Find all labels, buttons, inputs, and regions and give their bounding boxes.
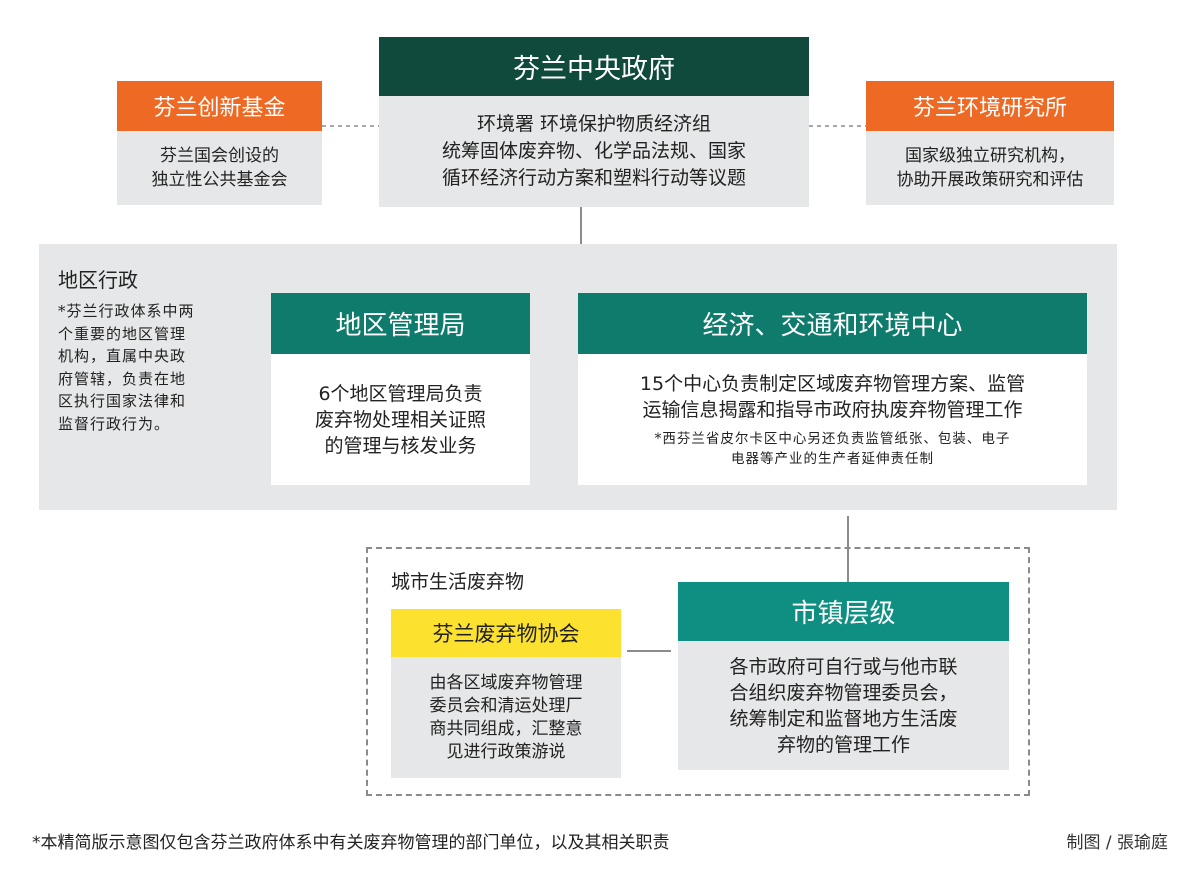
waste-association-header: 芬兰废弃物协会	[391, 609, 621, 657]
regional-agency-title: 地区管理局	[335, 311, 466, 341]
fund-line-2: 独立性公共基金会	[151, 170, 288, 190]
centres-note-line-2: 电器等产业的生产者延伸责任制	[731, 450, 934, 467]
region-note-line-2: 个重要的地区管理	[58, 324, 187, 343]
association-line-4: 见进行政策游说	[446, 741, 566, 762]
central-government-body: 环境署 环境保护物质经济组 统筹固体废弃物、化学品法规、国家 循环经济行动方案和…	[379, 96, 809, 207]
waste-association-title: 芬兰废弃物协会	[432, 622, 580, 646]
regional-agency-header: 地区管理局	[271, 293, 530, 354]
environment-institute-title: 芬兰环境研究所	[912, 96, 1067, 121]
municipal-level-body: 各市政府可自行或与他市联 合组织废弃物管理委员会， 统筹制定和监督地方生活废 弃…	[678, 641, 1009, 770]
town-line-2: 合组织废弃物管理委员会，	[729, 681, 958, 704]
institute-line-1: 国家级独立研究机构，	[905, 146, 1075, 166]
fund-line-1: 芬兰国会创设的	[160, 146, 279, 166]
environment-institute-body: 国家级独立研究机构， 协助开展政策研究和评估	[866, 131, 1114, 205]
ely-line-3: 的管理与核发业务	[324, 434, 477, 457]
central-government-title: 芬兰中央政府	[513, 54, 675, 85]
centres-line-2: 运输信息揭露和指导市政府执废弃物管理工作	[642, 398, 1023, 421]
institute-line-2: 协助开展政策研究和评估	[896, 170, 1084, 190]
region-note-line-3: 机构，直属中央政	[58, 347, 187, 365]
ely-line-1: 6个地区管理局负责	[318, 382, 483, 405]
footnote: *本精简版示意图仅包含芬兰政府体系中有关废弃物管理的部门单位，以及其相关职责	[32, 833, 670, 853]
ely-centres-title: 经济、交通和环境中心	[702, 311, 963, 341]
town-line-1: 各市政府可自行或与他市联	[729, 655, 958, 678]
innovation-fund-header: 芬兰创新基金	[117, 81, 322, 131]
waste-association-body: 由各区域废弃物管理 委员会和清运处理厂 商共同组成，汇整意 见进行政策游说	[391, 657, 621, 778]
environment-institute-header: 芬兰环境研究所	[866, 81, 1114, 131]
central-line-2: 统筹固体废弃物、化学品法规、国家	[441, 140, 746, 162]
credit: 制图 / 張瑜庭	[1066, 833, 1168, 853]
association-line-1: 由各区域废弃物管理	[429, 672, 583, 693]
region-note-line-1: *芬兰行政体系中两	[58, 302, 195, 320]
central-government-header: 芬兰中央政府	[379, 37, 809, 96]
ely-centres-note: *西芬兰省皮尔卡区中心另还负责监管纸张、包装、电子 电器等产业的生产者延伸责任制	[655, 429, 1011, 469]
ely-centres-description: 15个中心负责制定区域废弃物管理方案、监管 运输信息揭露和指导市政府执废弃物管理…	[640, 371, 1025, 423]
municipal-level-title: 市镇层级	[791, 599, 896, 629]
innovation-fund-title: 芬兰创新基金	[153, 96, 286, 121]
central-line-1: 环境署 环境保护物质经济组	[476, 113, 712, 135]
town-line-3: 统筹制定和监督地方生活废	[729, 707, 958, 730]
regional-agency-body: 6个地区管理局负责 废弃物处理相关证照 的管理与核发业务	[271, 354, 530, 485]
association-line-2: 委员会和清运处理厂	[429, 695, 583, 716]
ely-line-2: 废弃物处理相关证照	[314, 408, 486, 431]
municipal-level-header: 市镇层级	[678, 582, 1009, 641]
municipal-waste-frame	[366, 547, 1030, 796]
central-line-3: 循环经济行动方案和塑料行动等议题	[441, 167, 746, 189]
region-note-line-5: 区执行国家法律和	[58, 392, 187, 410]
municipal-waste-title: 城市生活废弃物	[391, 571, 525, 593]
centres-note-line-1: *西芬兰省皮尔卡区中心另还负责监管纸张、包装、电子	[654, 430, 1011, 447]
regional-administration-note: *芬兰行政体系中两 个重要的地区管理 机构，直属中央政 府管辖，负责在地 区执行…	[58, 300, 238, 435]
association-line-3: 商共同组成，汇整意	[429, 718, 583, 739]
region-note-line-6: 监督行政行为。	[58, 414, 171, 433]
centres-line-1: 15个中心负责制定区域废弃物管理方案、监管	[639, 372, 1026, 395]
ely-centres-header: 经济、交通和环境中心	[578, 293, 1087, 354]
regional-administration-title: 地区行政	[58, 268, 138, 292]
innovation-fund-body: 芬兰国会创设的 独立性公共基金会	[117, 131, 322, 205]
ely-centres-body: 15个中心负责制定区域废弃物管理方案、监管 运输信息揭露和指导市政府执废弃物管理…	[578, 354, 1087, 485]
region-note-line-4: 府管辖，负责在地	[58, 369, 187, 388]
town-line-4: 弃物的管理工作	[776, 733, 910, 756]
